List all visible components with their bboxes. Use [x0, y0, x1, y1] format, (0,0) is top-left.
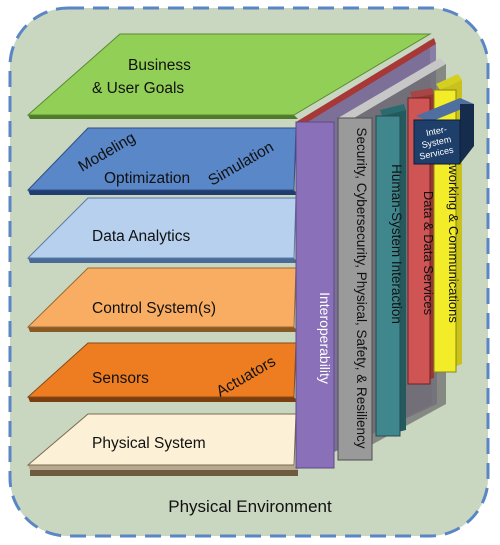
vertical-data-services: Data & Data Services [407, 88, 436, 385]
layer-business-goals: Business & User Goals [26, 33, 432, 119]
control-systems-label: Control System(s) [92, 300, 216, 317]
data-analytics-label: Data Analytics [92, 228, 190, 245]
networking-label: Networking & Communications [446, 145, 461, 323]
inter-system-line1: Inter- [425, 124, 448, 138]
optimization-label: Optimization [104, 170, 190, 187]
layer-modeling-optimization-simulation: Modeling Optimization Simulation [26, 127, 298, 195]
interoperability-label: Interoperability [317, 292, 333, 384]
layer-sensors-actuators: Sensors Actuators [26, 342, 298, 402]
vertical-human-system-interaction: Human-System Interaction [375, 104, 406, 437]
physical-system-label: Physical System [92, 435, 206, 452]
sensors-label: Sensors [92, 370, 149, 387]
physical-environment-label: Physical Environment [168, 497, 332, 516]
security-label: Security, Cybersecurity, Physical, Safet… [354, 127, 369, 448]
data-services-label: Data & Data Services [421, 191, 436, 316]
vertical-networking: Networking & Communications [433, 74, 462, 373]
layer-control-systems: Control System(s) [26, 267, 298, 332]
business-goals-line1: Business [128, 57, 191, 74]
business-goals-line2: & User Goals [92, 80, 184, 97]
human-system-interaction-label: Human-System Interaction [389, 164, 404, 324]
inter-system-services-box: Inter- System Services [413, 98, 474, 165]
layer-data-analytics: Data Analytics [26, 197, 298, 263]
